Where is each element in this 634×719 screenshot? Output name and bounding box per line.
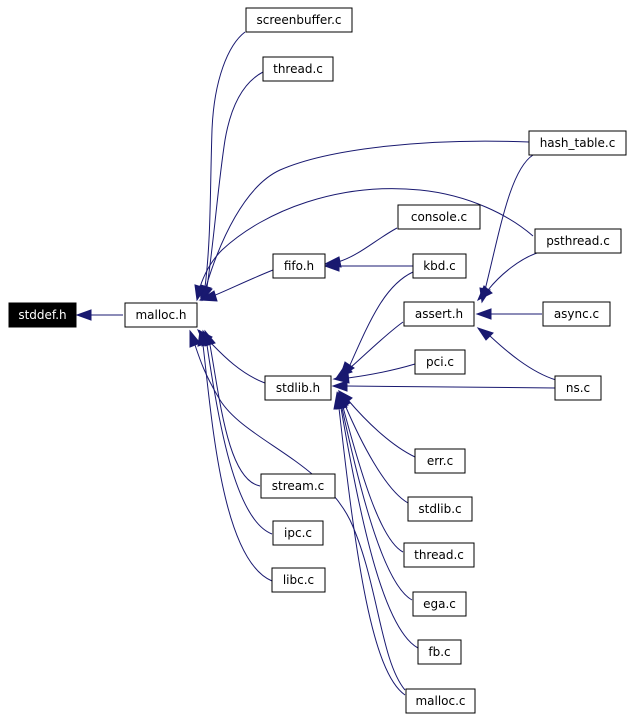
node-async-c[interactable]: async.c [542,301,611,327]
node-ega-c[interactable]: ega.c [412,591,467,617]
node-thread-c-top[interactable]: thread.c [262,56,334,82]
node-thread-c-bottom[interactable]: thread.c [403,542,475,568]
svg-text:stream.c: stream.c [272,479,324,493]
svg-text:ega.c: ega.c [423,597,456,611]
svg-text:malloc.h: malloc.h [135,308,186,322]
svg-text:fb.c: fb.c [428,645,450,659]
node-fifo-h[interactable]: fifo.h [272,253,326,279]
svg-text:libc.c: libc.c [283,573,314,587]
node-ipc-c[interactable]: ipc.c [272,520,324,546]
svg-text:psthread.c: psthread.c [546,234,610,248]
node-stdlib-c[interactable]: stdlib.c [407,496,473,522]
node-err-c[interactable]: err.c [414,448,466,474]
node-kbd-c[interactable]: kbd.c [412,253,467,279]
svg-text:thread.c: thread.c [273,62,323,76]
svg-text:fifo.h: fifo.h [284,259,314,273]
edge-assert-h-to-stdlib-h [335,321,404,378]
node-console-c[interactable]: console.c [397,204,481,230]
edge-ns-c-to-stdlib-h [331,380,556,392]
edge-malloc-c-to-stdlib-h [333,391,406,696]
edge-kbd-c-to-fifo-h [323,260,413,272]
node-screenbuffer-c[interactable]: screenbuffer.c [245,7,353,33]
edge-async-c-to-assert-h [475,308,542,320]
node-fb-c[interactable]: fb.c [417,639,462,665]
svg-text:thread.c: thread.c [414,548,464,562]
svg-text:kbd.c: kbd.c [423,259,456,273]
node-stream-c[interactable]: stream.c [260,473,336,499]
node-pci-c[interactable]: pci.c [414,349,466,375]
svg-text:async.c: async.c [554,307,599,321]
svg-text:console.c: console.c [411,210,467,224]
edge-stdlib-c-to-stdlib-h [338,390,409,504]
edge-psthread-c-to-assert-h [477,251,541,302]
svg-text:stddef.h: stddef.h [18,308,66,322]
node-stddef-h[interactable]: stddef.h [8,302,77,328]
node-stdlib-h[interactable]: stdlib.h [264,375,332,401]
edge-kbd-c-to-stdlib-h [339,271,414,379]
node-malloc-h[interactable]: malloc.h [124,302,198,328]
svg-text:hash_table.c: hash_table.c [540,136,616,150]
svg-text:pci.c: pci.c [426,355,454,369]
edge-thread-c-to-stdlib-h [337,391,404,553]
edge-console-c-to-fifo-h [323,227,398,268]
node-hash-table-c[interactable]: hash_table.c [528,130,627,156]
svg-text:malloc.c: malloc.c [415,694,465,708]
svg-text:ipc.c: ipc.c [284,526,312,540]
node-psthread-c[interactable]: psthread.c [534,228,622,254]
edge-ega-c-to-stdlib-h [336,391,413,601]
svg-text:stdlib.c: stdlib.c [418,502,461,516]
svg-text:assert.h: assert.h [415,307,463,321]
svg-text:ns.c: ns.c [566,381,590,395]
node-ns-c[interactable]: ns.c [554,375,602,401]
edge-stream-c-to-malloc-h [204,329,261,487]
node-malloc-c[interactable]: malloc.c [405,688,476,714]
svg-text:err.c: err.c [427,454,453,468]
edge-thread-c-to-malloc-h [201,71,264,302]
svg-text:stdlib.h: stdlib.h [276,381,320,395]
node-assert-h[interactable]: assert.h [403,301,475,327]
node-libc-c[interactable]: libc.c [271,567,326,593]
edge-psthread-c-to-malloc-h [194,188,534,302]
edge-malloc-h-to-stddef-h [75,309,123,321]
edge-libc-c-to-malloc-h [197,329,273,582]
edge-screenbuffer-c-to-malloc-h [199,31,246,302]
edge-ns-c-to-assert-h [476,327,557,381]
edge-pci-c-to-stdlib-h [332,363,416,384]
edge-hash-table-c-to-assert-h [479,154,534,304]
edge-fifo-h-to-malloc-h [198,269,274,302]
svg-text:screenbuffer.c: screenbuffer.c [256,13,341,27]
